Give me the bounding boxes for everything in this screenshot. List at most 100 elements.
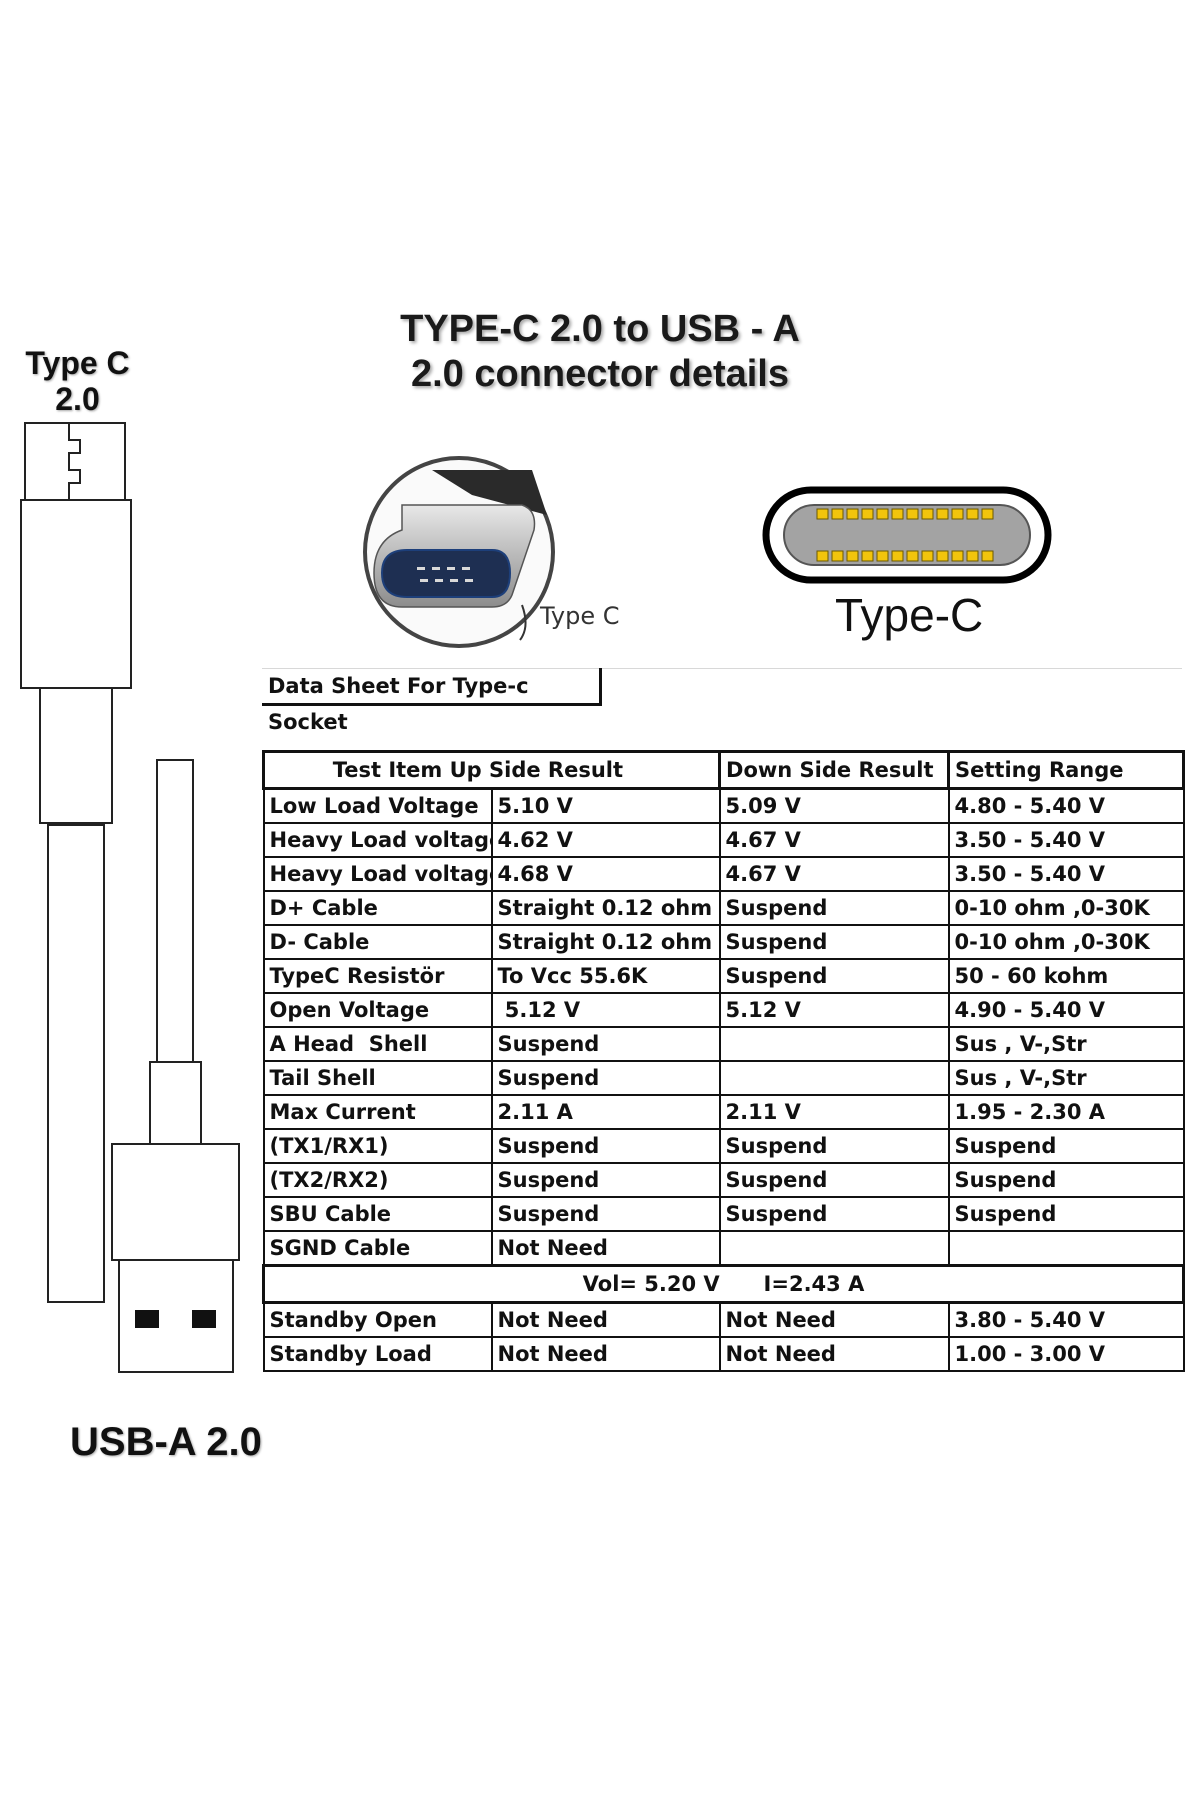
right-cable	[156, 759, 194, 1063]
table-cell: Suspend	[490, 1196, 721, 1232]
usb-a-label: USB-A 2.0	[70, 1420, 262, 1464]
table-cell: (TX2/RX2)	[262, 1162, 493, 1198]
table-cell: Standby Load	[262, 1336, 493, 1372]
table-cell: Straight 0.12 ohm	[490, 890, 721, 926]
table-cell: Max Current	[262, 1094, 493, 1130]
table-cell: Suspend	[718, 958, 950, 994]
table-cell	[947, 1230, 1185, 1267]
table-cell: Not Need	[718, 1301, 950, 1338]
table-cell: 5.10 V	[490, 787, 721, 824]
table-cell: (TX1/RX1)	[262, 1128, 493, 1164]
table-cell: Suspend	[718, 1162, 950, 1198]
header-test-item-up-side: Test Item Up Side Result	[261, 750, 722, 790]
table-cell: Not Need	[490, 1336, 721, 1372]
sheet-top-rule	[262, 668, 1182, 669]
table-cell: Tail Shell	[262, 1060, 493, 1096]
table-cell: Heavy Load voltage	[262, 822, 493, 858]
table-cell: Not Need	[490, 1301, 721, 1338]
table-cell	[718, 1026, 950, 1062]
table-cell: Suspend	[490, 1060, 721, 1096]
table-cell: 3.50 - 5.40 V	[947, 822, 1185, 858]
table-cell: Suspend	[490, 1026, 721, 1062]
vol-current-row: Vol= 5.20 V I=2.43 A	[261, 1264, 1186, 1304]
table-cell: 4.67 V	[718, 856, 950, 892]
table-cell: Sus , V-,Str	[947, 1026, 1185, 1062]
table-cell: Heavy Load voltage	[262, 856, 493, 892]
usb-a-contact-right	[192, 1310, 216, 1328]
table-cell: A Head Shell	[262, 1026, 493, 1062]
usb-a-plug	[118, 1259, 234, 1373]
table-cell: Sus , V-,Str	[947, 1060, 1185, 1096]
table-cell: Not Need	[718, 1336, 950, 1372]
table-cell: TypeC Resistör	[262, 958, 493, 994]
table-cell: Suspend	[947, 1128, 1185, 1164]
cable-drawing	[20, 422, 240, 1373]
table-cell: 0-10 ohm ,0-30K	[947, 890, 1185, 926]
table-cell: 4.67 V	[718, 822, 950, 858]
table-cell: Open Voltage	[262, 992, 493, 1028]
type-c-photo-caption: Type C	[540, 602, 620, 630]
datasheet-title: Data Sheet For Type-c Socket	[262, 668, 602, 734]
table-cell: 4.62 V	[490, 822, 721, 858]
table-cell: 1.95 - 2.30 A	[947, 1094, 1185, 1130]
table-cell: 2.11 V	[718, 1094, 950, 1130]
table-cell: Suspend	[718, 1128, 950, 1164]
table-cell: D- Cable	[262, 924, 493, 960]
table-cell: Suspend	[718, 890, 950, 926]
header-down-side: Down Side Result	[718, 750, 951, 790]
table-cell: Suspend	[718, 924, 950, 960]
type-c-pin-diagram	[762, 486, 1052, 584]
table-cell: Standby Open	[262, 1301, 493, 1338]
type-c-diagram-caption: Type-C	[835, 589, 984, 641]
table-cell: SGND Cable	[262, 1230, 493, 1267]
type-c-label-line-2: 2.0	[55, 381, 100, 417]
table-cell: 0-10 ohm ,0-30K	[947, 924, 1185, 960]
type-c-photo	[363, 456, 555, 648]
table-cell: To Vcc 55.6K	[490, 958, 721, 994]
table-cell: Suspend	[490, 1162, 721, 1198]
table-cell	[718, 1230, 950, 1267]
usb-a-housing	[111, 1143, 240, 1261]
table-cell: 3.50 - 5.40 V	[947, 856, 1185, 892]
table-cell: 2.11 A	[490, 1094, 721, 1130]
page-title-line-2: 2.0 connector details	[410, 353, 789, 395]
table-cell: SBU Cable	[262, 1196, 493, 1232]
type-c-strain-relief	[39, 687, 113, 824]
table-cell: 1.00 - 3.00 V	[947, 1336, 1185, 1372]
type-c-label: Type C 2.0	[10, 345, 145, 417]
table-cell: Straight 0.12 ohm	[490, 924, 721, 960]
usb-a-neck	[149, 1061, 202, 1145]
table-cell: Not Need	[490, 1230, 721, 1267]
table-cell: D+ Cable	[262, 890, 493, 926]
table-cell: 4.68 V	[490, 856, 721, 892]
type-c-plug-tip	[24, 422, 126, 500]
table-cell: Low Load Voltage	[262, 787, 493, 824]
table-cell: Suspend	[490, 1128, 721, 1164]
table-cell: 5.09 V	[718, 787, 950, 824]
header-setting-range: Setting Range	[947, 750, 1186, 790]
table-cell: Suspend	[947, 1196, 1185, 1232]
table-cell: Suspend	[947, 1162, 1185, 1198]
table-cell: 3.80 - 5.40 V	[947, 1301, 1185, 1338]
datasheet-table: Test Item Up Side Result Down Side Resul…	[261, 750, 1186, 1372]
table-header-row: Test Item Up Side Result Down Side Resul…	[261, 750, 1186, 790]
table-cell: 5.12 V	[490, 992, 721, 1028]
usb-a-contact-left	[135, 1310, 159, 1328]
vol-current-cell: Vol= 5.20 V I=2.43 A	[261, 1264, 1186, 1304]
table-cell: 4.90 - 5.40 V	[947, 992, 1185, 1028]
type-c-label-line-1: Type C	[25, 345, 130, 381]
table-cell	[718, 1060, 950, 1096]
